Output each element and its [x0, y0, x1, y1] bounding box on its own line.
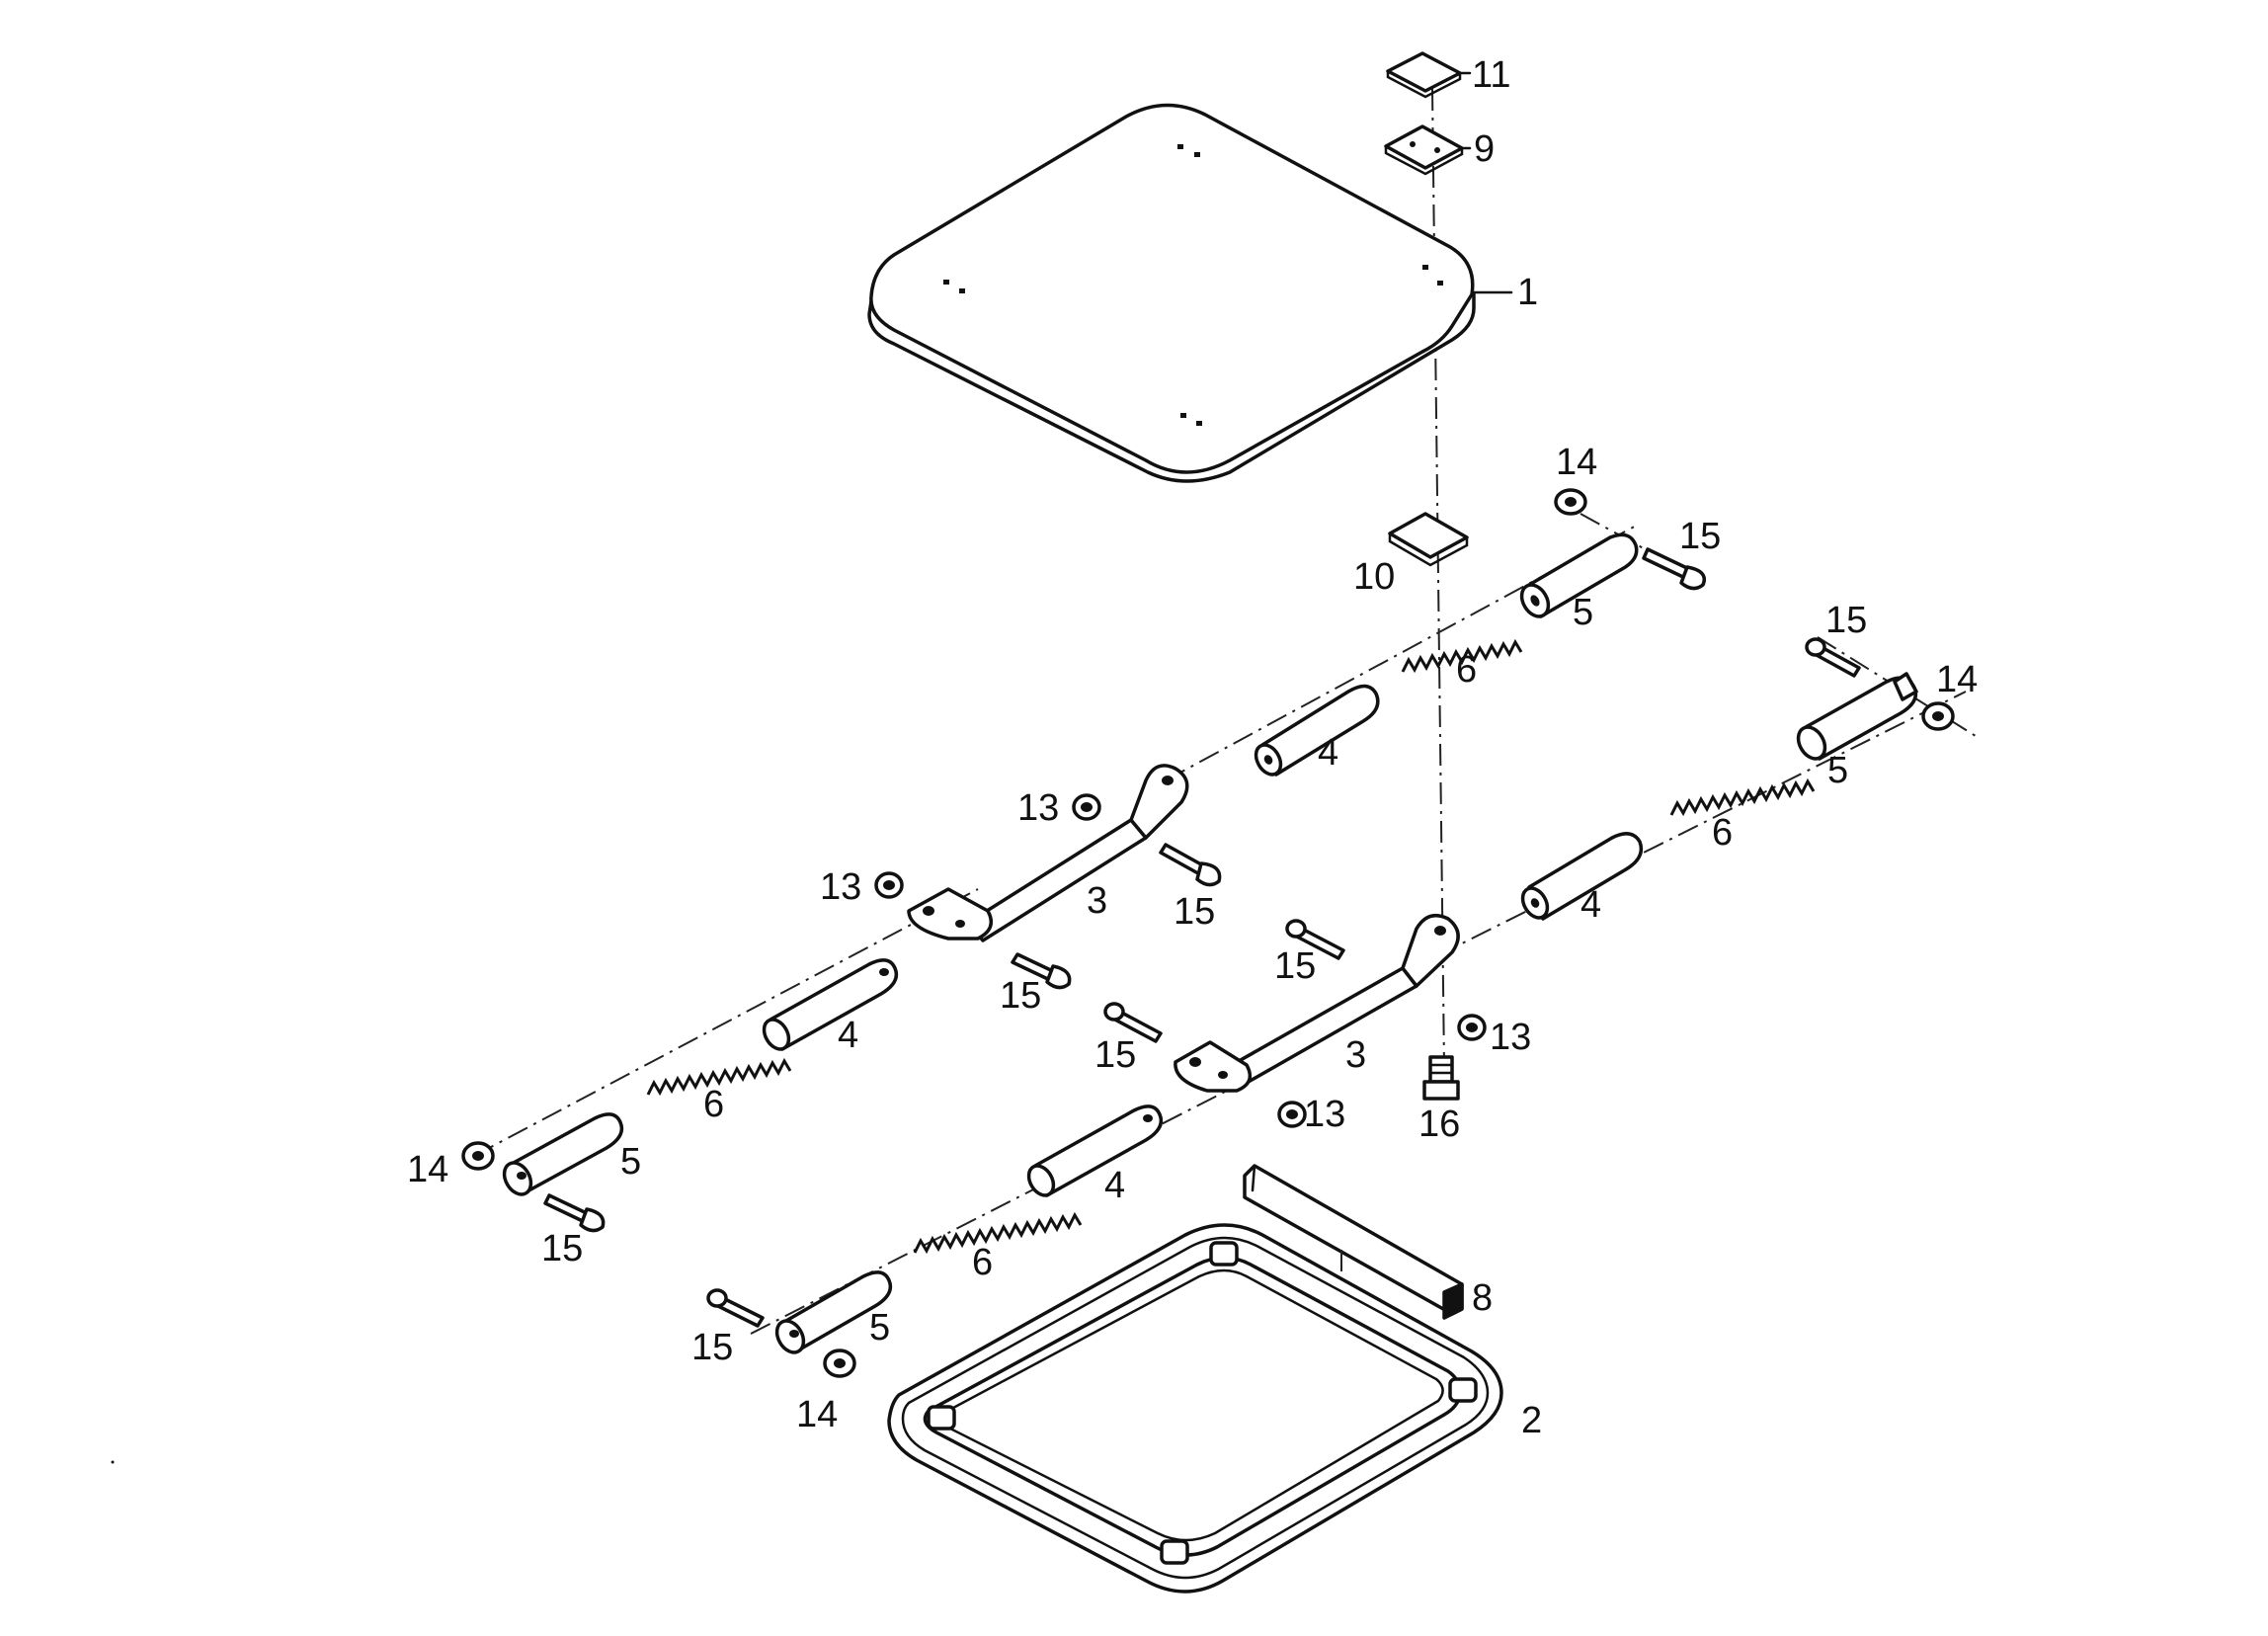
callout-4: 4: [1318, 732, 1338, 774]
callout-4: 4: [838, 1015, 858, 1056]
part-6-spring-a: [1401, 638, 1523, 674]
callout-13: 13: [1490, 1017, 1531, 1058]
callout-6: 6: [972, 1242, 993, 1283]
callout-14: 14: [407, 1149, 448, 1190]
callout-9: 9: [1474, 128, 1495, 170]
part-15-pin-h: [706, 1288, 765, 1328]
callout-13: 13: [820, 866, 861, 908]
part-5-tube-b: [1796, 672, 1918, 761]
stray-dot: [111, 1460, 115, 1464]
callout-3: 3: [1345, 1034, 1366, 1076]
part-13-nut-d: [1277, 1101, 1307, 1128]
callout-14: 14: [1936, 659, 1978, 700]
callout-2: 2: [1521, 1400, 1542, 1441]
part-2-frame: [887, 1223, 1503, 1594]
part-15-pin-f: [1285, 919, 1345, 960]
callout-3: 3: [1087, 880, 1107, 922]
part-14-washer-a: [1554, 488, 1587, 516]
callout-8: 8: [1472, 1277, 1493, 1319]
callout-6: 6: [1712, 812, 1733, 854]
callout-14: 14: [796, 1394, 838, 1435]
part-5-tube-a: [1519, 532, 1639, 618]
callout-6: 6: [1456, 649, 1477, 691]
part-14-washer-d: [823, 1349, 856, 1378]
part-4-tube-c: [762, 958, 899, 1051]
part-4-tube-b: [1520, 832, 1644, 921]
callout-1: 1: [1517, 272, 1538, 313]
part-6-spring-b: [1669, 777, 1816, 817]
callout-15: 15: [541, 1228, 583, 1269]
part-15-pin-b: [1805, 637, 1861, 678]
part-11-cap: [1386, 51, 1462, 99]
part-8-strip: [1243, 1164, 1464, 1320]
seat-bolt-holes: [943, 144, 1443, 426]
callout-16: 16: [1418, 1104, 1460, 1145]
part-15-pin-e: [543, 1193, 606, 1233]
callout-5: 5: [869, 1307, 890, 1349]
callout-11: 11: [1472, 54, 1510, 96]
part-15-pin-g: [1103, 1002, 1163, 1043]
callout-15: 15: [1000, 975, 1041, 1017]
callout-13: 13: [1304, 1094, 1345, 1135]
part-15-pin-a: [1642, 547, 1706, 591]
callout-15: 15: [1274, 945, 1316, 987]
part-13-nut-b: [874, 871, 904, 899]
part-10-plate: [1388, 512, 1469, 567]
part-14-washer-b: [1921, 701, 1955, 731]
part-5-tube-c: [502, 1112, 624, 1196]
part-15-pin-c: [1159, 843, 1222, 887]
part-9-plate: [1384, 124, 1464, 176]
callout-15: 15: [1825, 600, 1867, 641]
part-6-spring-c: [646, 1057, 792, 1097]
frame-clips: [927, 1241, 1478, 1565]
part-3-bracket-upper: [907, 764, 1189, 942]
part-4-tube-a: [1254, 684, 1380, 777]
part-1-seat-board: [867, 103, 1476, 483]
part-13-nut-a: [1072, 793, 1101, 821]
callout-15: 15: [1174, 891, 1215, 933]
axis-lower-right: [1402, 691, 1967, 974]
part-16-bolt: [1422, 1055, 1460, 1101]
callout-13: 13: [1017, 787, 1059, 829]
callout-10: 10: [1353, 556, 1395, 598]
part-3-bracket-lower: [1174, 913, 1460, 1093]
callout-15: 15: [1679, 516, 1721, 557]
callout-5: 5: [1573, 592, 1593, 633]
part-14-washer-c: [461, 1141, 495, 1171]
part-4-tube-d: [1026, 1104, 1164, 1197]
callout-4: 4: [1580, 884, 1601, 926]
callout-15: 15: [691, 1327, 733, 1368]
callout-15: 15: [1094, 1034, 1136, 1076]
callout-4: 4: [1104, 1165, 1125, 1206]
part-6-spring-d: [913, 1211, 1083, 1255]
part-13-nut-c: [1457, 1014, 1487, 1041]
callout-14: 14: [1556, 442, 1597, 483]
callout-5: 5: [620, 1141, 641, 1183]
axis-upper-left: [473, 888, 979, 1157]
callout-6: 6: [703, 1084, 724, 1125]
axis-upper-right: [1165, 523, 1641, 781]
callout-5: 5: [1827, 750, 1848, 791]
part-15-pin-d: [1011, 952, 1072, 990]
part-5-tube-d: [774, 1270, 893, 1354]
